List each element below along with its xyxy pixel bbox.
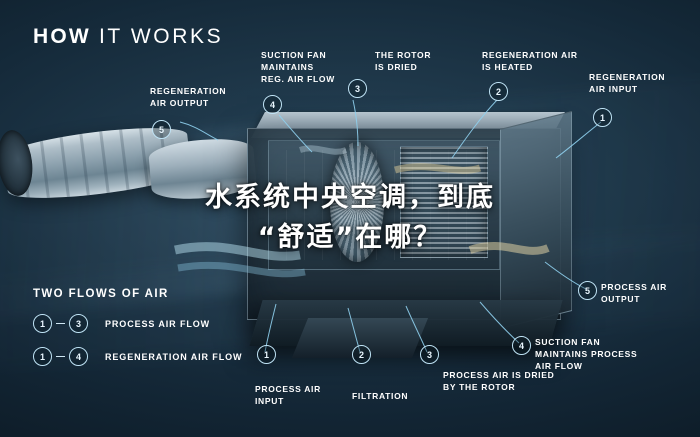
page-title: HOW IT WORKS bbox=[33, 25, 223, 49]
legend-badge-4-regen: 4 bbox=[69, 347, 88, 366]
marker-2-bottom: 2 bbox=[352, 345, 371, 364]
marker-1-top: 1 bbox=[593, 108, 612, 127]
desiccant-rotor bbox=[330, 142, 384, 262]
callout-text-suction-fan-process: SUCTION FAN MAINTAINS PROCESS AIR FLOW bbox=[535, 337, 638, 371]
callout-text-process-air-dried: PROCESS AIR IS DRIED BY THE ROTOR bbox=[443, 370, 555, 392]
marker-5-top: 5 bbox=[152, 120, 171, 139]
marker-5-bottom: 5 bbox=[578, 281, 597, 300]
overlay-headline: 水系统中央空调，到底 “舒适”在哪？ bbox=[0, 178, 700, 258]
legend-label-regeneration: REGENERATION AIR FLOW bbox=[105, 351, 243, 362]
callout-text-process-air-output: PROCESS AIR OUTPUT bbox=[601, 282, 667, 304]
legend: TWO FLOWS OF AIR 1 3 PROCESS AIR FLOW 1 … bbox=[33, 288, 242, 380]
callout-text-process-air-input: PROCESS AIR INPUT bbox=[255, 384, 321, 406]
heat-exchanger-core bbox=[400, 146, 488, 258]
marker-3-top: 3 bbox=[348, 79, 367, 98]
legend-badge-1-regen: 1 bbox=[33, 347, 52, 366]
callout-text-suction-fan-reg: SUCTION FAN MAINTAINS REG. AIR FLOW bbox=[261, 50, 335, 84]
legend-badge-1-process: 1 bbox=[33, 314, 52, 333]
legend-heading: TWO FLOWS OF AIR bbox=[33, 288, 169, 300]
callout-text-regen-air-heated: REGENERATION AIR IS HEATED bbox=[482, 50, 578, 72]
legend-badge-3-process: 3 bbox=[69, 314, 88, 333]
marker-2-top: 2 bbox=[489, 82, 508, 101]
overlay-headline-line2: “舒适”在哪？ bbox=[257, 222, 443, 253]
callout-text-regeneration-air-input: REGENERATION AIR INPUT bbox=[589, 72, 666, 94]
callout-text-regeneration-air-output: REGENERATION AIR OUTPUT bbox=[150, 86, 227, 108]
marker-4-bottom: 4 bbox=[512, 336, 531, 355]
legend-row-process: 1 3 PROCESS AIR FLOW bbox=[33, 314, 242, 333]
callout-text-rotor-dried: THE ROTOR IS DRIED bbox=[375, 50, 432, 72]
overlay-headline-line1: 水系统中央空调，到底 bbox=[205, 182, 495, 213]
marker-4-top: 4 bbox=[263, 95, 282, 114]
page-title-rest: IT WORKS bbox=[98, 25, 224, 48]
legend-dash-process bbox=[56, 322, 65, 325]
legend-dash-regen bbox=[56, 355, 65, 358]
marker-1-bottom: 1 bbox=[257, 345, 276, 364]
legend-label-process: PROCESS AIR FLOW bbox=[105, 318, 211, 329]
callout-text-filtration: FILTRATION bbox=[352, 391, 409, 401]
legend-row-regeneration: 1 4 REGENERATION AIR FLOW bbox=[33, 347, 242, 366]
page-title-bold: HOW bbox=[33, 25, 91, 48]
marker-3-bottom: 3 bbox=[420, 345, 439, 364]
